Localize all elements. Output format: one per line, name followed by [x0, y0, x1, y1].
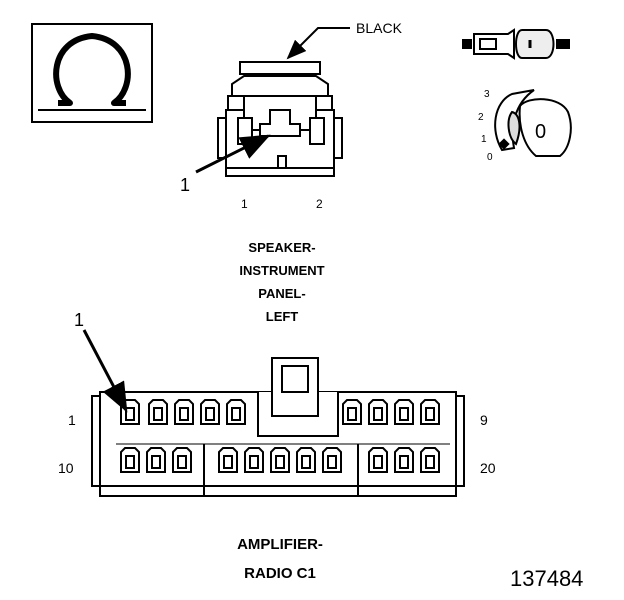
connector-color-label: BLACK — [356, 20, 403, 36]
amplifier-pin-10-label: 10 — [58, 460, 74, 476]
pin-cavity — [172, 447, 192, 473]
amplifier-pin-20-label: 20 — [480, 460, 496, 476]
amplifier-connector-title: AMPLIFIER- RADIO C1 — [237, 536, 323, 582]
speaker-pin-2-label: 2 — [316, 197, 323, 211]
amplifier-pin-cavities — [120, 399, 440, 473]
pin-cavity — [226, 399, 246, 425]
speaker-pin-1-label: 1 — [241, 197, 248, 211]
pin-cavity — [244, 447, 264, 473]
amplifier-title-line: RADIO C1 — [244, 565, 316, 582]
amplifier-pin-1-label: 1 — [68, 412, 76, 428]
amplifier-pin-9-label: 9 — [480, 412, 488, 428]
pin-cavity — [394, 399, 414, 425]
ignition-key-icon — [494, 89, 572, 157]
speaker-title-line: SPEAKER- — [248, 240, 315, 255]
amplifier-callout-arrow — [82, 329, 128, 413]
pin-cavity — [270, 447, 290, 473]
amplifier-title-line: AMPLIFIER- — [237, 536, 323, 553]
speaker-callout-arrow — [195, 134, 271, 174]
pin-cavity — [146, 447, 166, 473]
speaker-title-line: PANEL- — [258, 286, 305, 301]
dial-position-label: 2 — [478, 112, 484, 123]
pin-cavity — [174, 399, 194, 425]
key-position-label: 0 — [535, 121, 546, 143]
pin-cavity — [148, 399, 168, 425]
pin-cavity — [394, 447, 414, 473]
terminal-icon — [462, 28, 570, 60]
ohm-symbol-icon — [31, 23, 153, 123]
pin-cavity — [420, 399, 440, 425]
black-color-callout — [286, 27, 350, 60]
speaker-connector — [217, 61, 343, 177]
speaker-connector-title: SPEAKER- INSTRUMENT PANEL- LEFT — [239, 240, 324, 324]
pin-cavity — [218, 447, 238, 473]
pin-cavity — [296, 447, 316, 473]
pin-cavity — [420, 447, 440, 473]
pin-cavity — [342, 399, 362, 425]
pin-cavity — [368, 399, 388, 425]
amplifier-callout-number: 1 — [74, 310, 84, 330]
pin-cavity — [322, 447, 342, 473]
pin-cavity — [120, 447, 140, 473]
speaker-callout-number: 1 — [180, 175, 190, 195]
pin-cavity — [200, 399, 220, 425]
figure-number: 137484 — [510, 566, 583, 591]
amplifier-connector — [91, 357, 465, 497]
dial-position-label: 1 — [481, 134, 487, 145]
dial-position-label: 0 — [487, 152, 493, 163]
speaker-title-line: INSTRUMENT — [239, 263, 324, 278]
pin-cavity — [368, 447, 388, 473]
dial-position-label: 3 — [484, 89, 490, 100]
speaker-title-line: LEFT — [266, 309, 299, 324]
